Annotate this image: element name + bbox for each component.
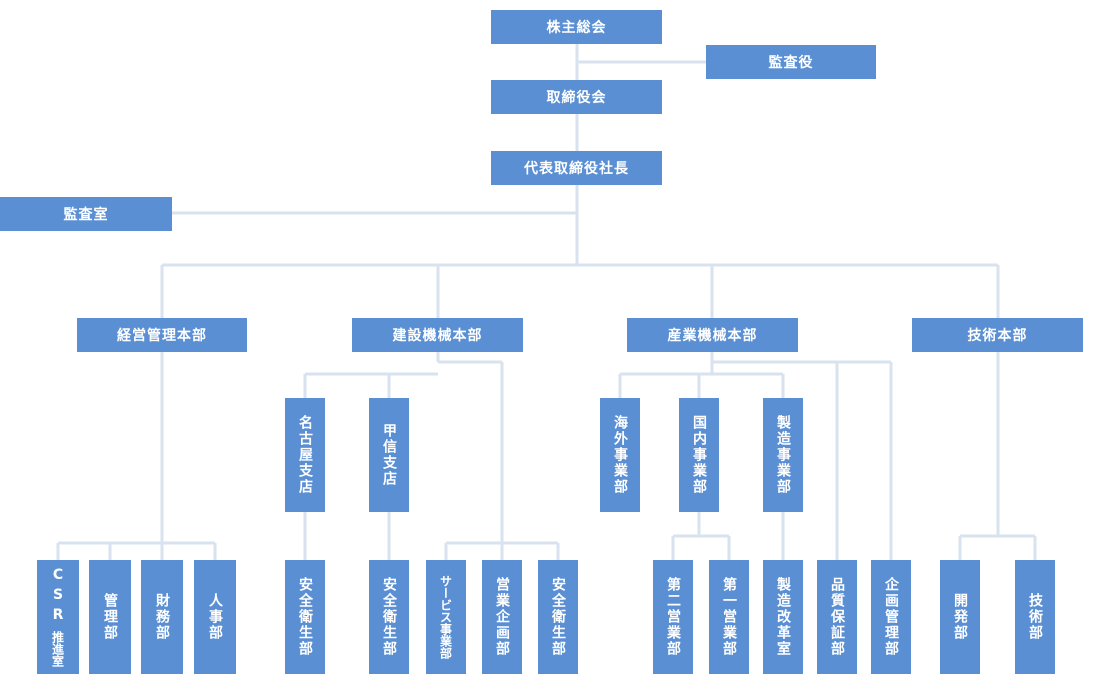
csr-office-label-bottom: 推進室 bbox=[50, 631, 65, 667]
construction-safety-dept-label: 安全衛生部 bbox=[550, 577, 566, 657]
audit-office-box: 監査室 bbox=[0, 197, 172, 231]
koshin-branch-box: 甲信支店 bbox=[369, 398, 409, 512]
president-box: 代表取締役社長 bbox=[491, 151, 662, 185]
finance-dept-label: 財務部 bbox=[154, 593, 170, 641]
construction-hq-label: 建設機械本部 bbox=[392, 328, 483, 344]
service-division-box: サービス事業部 bbox=[426, 560, 466, 674]
board-label: 取締役会 bbox=[546, 90, 607, 106]
manufacturing-reform-office-box: 製造改革室 bbox=[763, 560, 803, 674]
management-hq-label: 経営管理本部 bbox=[117, 328, 207, 344]
overseas-division-label: 海外事業部 bbox=[612, 415, 628, 495]
koshin-branch-label: 甲信支店 bbox=[381, 423, 397, 487]
csr-office-box: CSR 推進室 bbox=[37, 560, 79, 674]
first-sales-dept-label: 第一営業部 bbox=[721, 577, 737, 657]
construction-safety-dept-box: 安全衛生部 bbox=[538, 560, 578, 674]
overseas-division-box: 海外事業部 bbox=[600, 398, 640, 512]
industrial-hq-label: 産業機械本部 bbox=[667, 328, 758, 344]
csr-office-label-top: CSR bbox=[50, 567, 66, 627]
technology-hq-box: 技術本部 bbox=[912, 318, 1083, 352]
nagoya-safety-dept-box: 安全衛生部 bbox=[285, 560, 325, 674]
quality-assurance-dept-label: 品質保証部 bbox=[829, 577, 845, 657]
president-label: 代表取締役社長 bbox=[524, 161, 629, 177]
manufacturing-division-label: 製造事業部 bbox=[775, 415, 791, 495]
quality-assurance-dept-box: 品質保証部 bbox=[817, 560, 857, 674]
manufacturing-reform-office-label: 製造改革室 bbox=[775, 577, 791, 657]
development-dept-box: 開発部 bbox=[940, 560, 980, 674]
finance-dept-box: 財務部 bbox=[141, 560, 183, 674]
management-hq-box: 経営管理本部 bbox=[77, 318, 247, 352]
koshin-safety-dept-label: 安全衛生部 bbox=[381, 577, 397, 657]
sales-planning-dept-box: 営業企画部 bbox=[482, 560, 522, 674]
engineering-dept-label: 技術部 bbox=[1027, 593, 1043, 641]
board-box: 取締役会 bbox=[491, 80, 662, 114]
planning-admin-dept-label: 企画管理部 bbox=[883, 577, 899, 657]
nagoya-safety-dept-label: 安全衛生部 bbox=[297, 577, 313, 657]
manufacturing-division-box: 製造事業部 bbox=[763, 398, 803, 512]
development-dept-label: 開発部 bbox=[952, 593, 968, 641]
industrial-hq-box: 産業機械本部 bbox=[627, 318, 798, 352]
technology-hq-label: 技術本部 bbox=[967, 328, 1028, 344]
hr-dept-label: 人事部 bbox=[207, 593, 223, 641]
domestic-division-label: 国内事業部 bbox=[691, 415, 707, 495]
auditor-box: 監査役 bbox=[706, 45, 876, 79]
second-sales-dept-label: 第二営業部 bbox=[665, 577, 681, 657]
admin-dept-box: 管理部 bbox=[89, 560, 131, 674]
domestic-division-box: 国内事業部 bbox=[679, 398, 719, 512]
hr-dept-box: 人事部 bbox=[194, 560, 236, 674]
service-division-label: サービス事業部 bbox=[438, 575, 453, 659]
second-sales-dept-box: 第二営業部 bbox=[653, 560, 693, 674]
nagoya-branch-box: 名古屋支店 bbox=[285, 398, 325, 512]
planning-admin-dept-box: 企画管理部 bbox=[871, 560, 911, 674]
first-sales-dept-box: 第一営業部 bbox=[709, 560, 749, 674]
shareholders-meeting-label: 株主総会 bbox=[546, 20, 607, 36]
construction-hq-box: 建設機械本部 bbox=[352, 318, 523, 352]
koshin-safety-dept-box: 安全衛生部 bbox=[369, 560, 409, 674]
engineering-dept-box: 技術部 bbox=[1015, 560, 1055, 674]
sales-planning-dept-label: 営業企画部 bbox=[494, 577, 510, 657]
auditor-label: 監査役 bbox=[768, 55, 814, 71]
nagoya-branch-label: 名古屋支店 bbox=[297, 415, 313, 495]
audit-office-label: 監査室 bbox=[63, 207, 109, 223]
admin-dept-label: 管理部 bbox=[102, 593, 118, 641]
shareholders-meeting-box: 株主総会 bbox=[491, 10, 662, 44]
